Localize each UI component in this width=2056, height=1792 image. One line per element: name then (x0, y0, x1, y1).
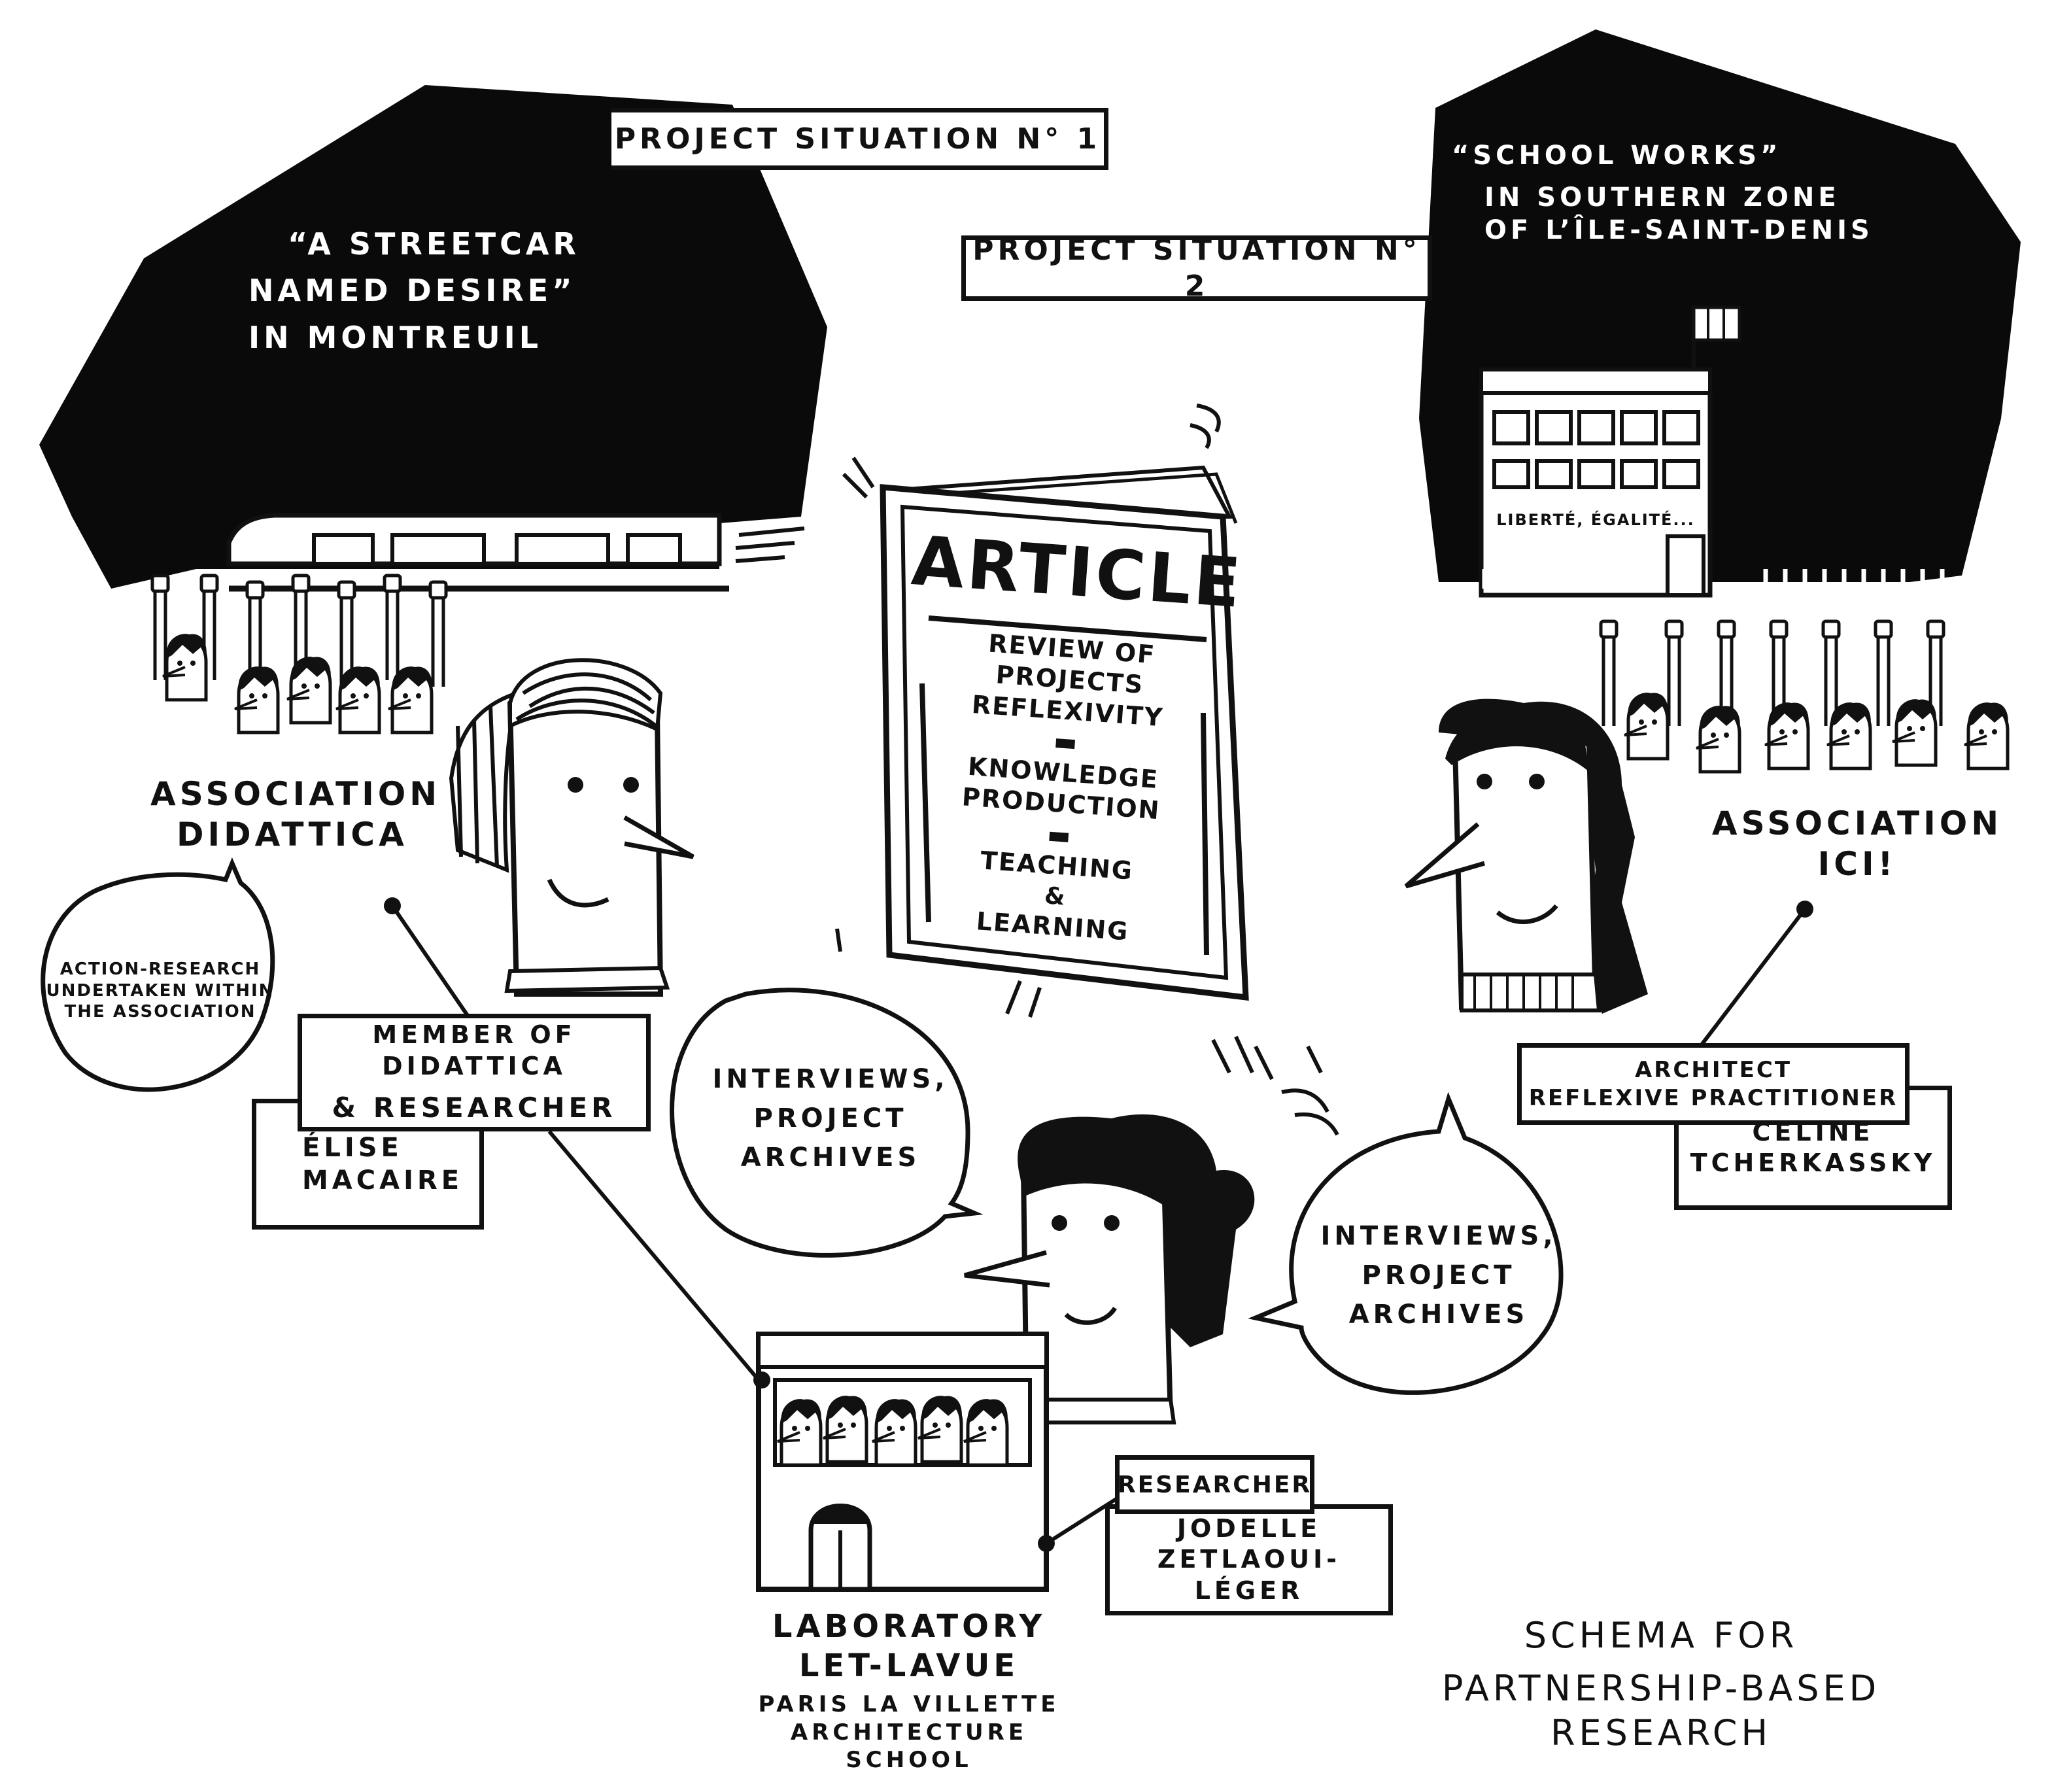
association-didattica: ASSOCIATION DIDATTICA (150, 765, 437, 863)
situation2-tag-text: PROJECT SITUATION N° 2 (972, 233, 1421, 303)
situation1-title: “A STREETCAR NAMED DESIRE” IN MONTREUIL (248, 196, 654, 386)
situation2-tag: PROJECT SITUATION N° 2 (961, 233, 1432, 303)
situation2-scene (1419, 29, 2021, 772)
jodelle-name-box: JODELLE ZETLAOUI-LÉGER (1105, 1504, 1393, 1615)
article-title: ARTICLE (909, 520, 1246, 623)
association-ici: ASSOCIATION ICI! (1707, 795, 2008, 893)
school-motto: LIBERTÉ, ÉGALITÉ... (1486, 505, 1705, 535)
lab-line3: PARIS LA VILLETTE (758, 1691, 1060, 1718)
interviews-left-line2: PROJECT (753, 1103, 908, 1133)
person-celine (1404, 698, 1648, 1014)
article-line1: REVIEW OF PROJECTS (987, 629, 1157, 700)
interviews-left-line3: ARCHIVES (740, 1143, 921, 1173)
article-line5: TEACHING (979, 846, 1135, 886)
tram-icon (226, 513, 805, 592)
person-elise (449, 658, 694, 997)
interviews-left-text: INTERVIEWS, PROJECT ARCHIVES (706, 1046, 955, 1190)
situation2-line1: “SCHOOL WORKS” (1452, 141, 1782, 171)
celine-role1: ARCHITECT (1634, 1057, 1792, 1083)
article-line6: & (1043, 882, 1066, 911)
interviews-right-line2: PROJECT (1362, 1260, 1516, 1290)
jodelle-name2: ZETLAOUI-LÉGER (1157, 1545, 1341, 1605)
situation1-line3: IN MONTREUIL (248, 319, 543, 355)
elise-role1: MEMBER OF DIDATTICA (372, 1020, 576, 1080)
lab-line5: SCHOOL (846, 1747, 972, 1774)
jodelle-name1: JODELLE (1176, 1513, 1322, 1543)
bubble-interviews-right (1248, 1092, 1564, 1395)
situation2-line3: OF L’ÎLE-SAINT-DENIS (1484, 215, 1874, 245)
situation2-title: “SCHOOL WORKS” IN SOUTHERN ZONE OF L’ÎLE… (1452, 124, 1923, 262)
ici-label2: ICI! (1817, 845, 1897, 883)
bubble-interviews-left (670, 988, 984, 1258)
article-dash2-icon: ▬ (1046, 819, 1072, 850)
didattica-label1: ASSOCIATION (150, 774, 441, 813)
celine-role-box: ARCHITECT REFLEXIVE PRACTITIONER (1517, 1043, 1910, 1125)
caption-line2: PARTNERSHIP-BASED RESEARCH (1441, 1668, 1881, 1753)
situation1-tag-text: PROJECT SITUATION N° 1 (614, 122, 1101, 156)
caption-line1: SCHEMA FOR (1524, 1614, 1798, 1656)
celine-role2: REFLEXIVE PRACTITIONER (1528, 1084, 1898, 1111)
crowd-ici (1601, 621, 2008, 772)
lab-line4: ARCHITECTURE (790, 1719, 1028, 1746)
school-building-icon (1479, 305, 1741, 598)
article-line7: LEARNING (975, 906, 1130, 946)
didattica-label2: DIDATTICA (177, 816, 408, 853)
schema-caption: SCHEMA FOR PARTNERSHIP-BASED RESEARCH (1347, 1615, 1975, 1753)
celine-name2: TCHERKASSKY (1690, 1148, 1936, 1177)
article-magazine (835, 404, 1249, 1018)
elise-name1: ÉLISE (302, 1133, 403, 1163)
interviews-right-line1: INTERVIEWS, (1320, 1221, 1557, 1251)
interviews-left-line1: INTERVIEWS, (712, 1064, 949, 1094)
lab-line1: LABORATORY (772, 1608, 1046, 1646)
elise-role-box: MEMBER OF DIDATTICA & RESEARCHER (298, 1014, 651, 1131)
action-research-line2: UNDERTAKEN WITHIN (46, 980, 275, 1001)
article-content: ARTICLE REVIEW OF PROJECTS REFLEXIVITY ▬… (901, 513, 1245, 959)
connector-pins (384, 897, 1813, 1552)
speech-bubbles (41, 857, 1564, 1395)
laboratory-label: LABORATORY LET-LAVUE PARIS LA VILLETTE A… (726, 1596, 1092, 1785)
action-research-line1: ACTION-RESEARCH (60, 959, 261, 980)
interviews-right-line3: ARCHIVES (1348, 1300, 1529, 1330)
lab-line2: LET-LAVUE (798, 1647, 1019, 1685)
person-jodelle (964, 1035, 1339, 1424)
article-dash1-icon: ▬ (1052, 727, 1078, 757)
fence-icon (1482, 569, 1945, 589)
elise-role2: & RESEARCHER (332, 1092, 617, 1124)
situation1-scene (39, 85, 827, 732)
bubble-action-research-text: ACTION-RESEARCH UNDERTAKEN WITHIN THE AS… (46, 929, 275, 1053)
jodelle-role-box: RESEARCHER (1115, 1455, 1314, 1514)
action-research-line3: THE ASSOCIATION (64, 1002, 256, 1022)
ici-label1: ASSOCIATION (1711, 804, 2003, 842)
situation1-line1: “A STREETCAR (288, 226, 580, 262)
jodelle-role: RESEARCHER (1117, 1471, 1312, 1498)
school-motto-text: LIBERTÉ, ÉGALITÉ... (1496, 511, 1695, 529)
laboratory-building-icon (756, 1332, 1049, 1592)
bubble-action-research (41, 857, 275, 1092)
elise-name2: MACAIRE (302, 1165, 464, 1196)
interviews-right-text: INTERVIEWS, PROJECT ARCHIVES (1314, 1203, 1563, 1347)
situation2-line2: IN SOUTHERN ZONE (1484, 182, 1840, 213)
situation1-line2: NAMED DESIRE” (248, 273, 576, 309)
crowd-didattica (152, 576, 446, 732)
situation1-tag: PROJECT SITUATION N° 1 (611, 108, 1108, 170)
